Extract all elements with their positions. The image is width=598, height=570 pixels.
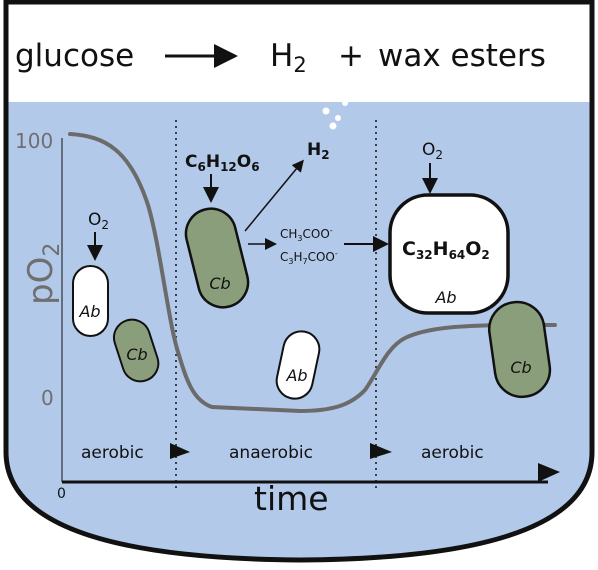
ab-cell-phase2 <box>275 330 321 400</box>
cb-label-phase3: Cb <box>510 358 531 377</box>
beaker-outline <box>3 0 595 563</box>
x-axis-arrowhead <box>538 463 560 482</box>
butyrate-label: C3H7COO- <box>280 249 338 266</box>
cb-cell-phase1 <box>112 318 160 383</box>
o2-label-phase1: O2 <box>88 210 109 232</box>
phase-arrow-1 <box>170 443 190 459</box>
ab-label-phase2: Ab <box>285 366 307 385</box>
acetate-label: CH3COO- <box>280 226 333 243</box>
h2-bubbles <box>314 93 348 130</box>
ab-cell-phase1 <box>72 265 109 337</box>
wax-ester-formula: C32H64O2 <box>402 238 490 262</box>
y-max-label: 100 <box>15 129 53 153</box>
cb-label-phase2: Cb <box>209 274 230 293</box>
ab-label-phase1: Ab <box>78 302 100 321</box>
y-axis-label: pO2 <box>21 243 65 305</box>
cb-cell-phase3 <box>487 300 552 399</box>
y-min-label: 0 <box>41 386 54 410</box>
h2-label: H2 <box>307 140 330 162</box>
h2-arrow <box>244 159 304 232</box>
glucose-formula: C6H12O6 <box>185 152 260 174</box>
x-origin-label: 0 <box>57 486 66 502</box>
ab-cell-phase3 <box>388 193 510 315</box>
o2-label-phase3: O2 <box>422 140 443 162</box>
cb-label-phase1: Cb <box>126 345 147 364</box>
phase-label-aerobic-1: aerobic <box>81 443 144 463</box>
phase-arrow-2 <box>370 443 392 459</box>
po2-curve <box>68 132 557 414</box>
header-glucose: glucose <box>15 38 134 74</box>
phase-label-anaerobic: anaerobic <box>229 443 313 463</box>
ab-label-phase3: Ab <box>434 288 456 307</box>
header-h2: H2 <box>270 38 307 77</box>
cb-cell-phase2 <box>184 207 250 309</box>
header-plus: + <box>338 38 364 74</box>
phase-label-aerobic-2: aerobic <box>421 443 484 463</box>
beaker-medium <box>6 2 592 560</box>
x-axis-label: time <box>254 479 329 518</box>
header-wax-esters: wax esters <box>378 38 546 74</box>
beaker-headspace <box>6 2 592 102</box>
